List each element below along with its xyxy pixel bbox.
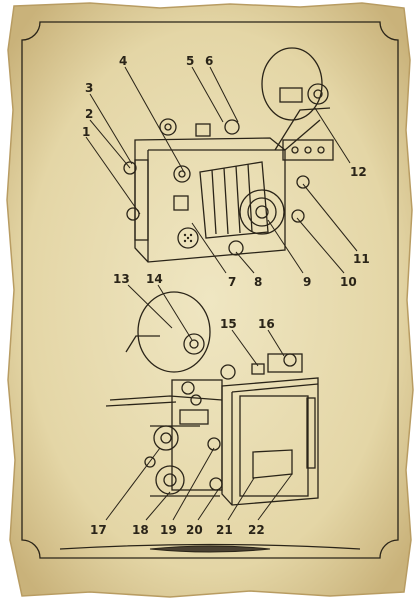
callout-22: 22 bbox=[248, 523, 265, 537]
callout-8: 8 bbox=[254, 275, 262, 289]
callout-19: 19 bbox=[160, 523, 177, 537]
callout-21: 21 bbox=[216, 523, 233, 537]
camera-rear-view bbox=[105, 291, 319, 506]
callout-9: 9 bbox=[303, 275, 311, 289]
callout-17: 17 bbox=[90, 523, 107, 537]
callout-20: 20 bbox=[186, 523, 203, 537]
callout-3: 3 bbox=[85, 81, 93, 95]
callout-5: 5 bbox=[186, 54, 194, 68]
callout-14: 14 bbox=[146, 272, 163, 286]
callout-7: 7 bbox=[228, 275, 236, 289]
callout-4: 4 bbox=[119, 54, 127, 68]
camera-front-view bbox=[123, 47, 334, 263]
callout-13: 13 bbox=[113, 272, 130, 286]
callout-11: 11 bbox=[353, 252, 370, 266]
leader-lines bbox=[85, 66, 358, 521]
callout-10: 10 bbox=[340, 275, 357, 289]
aged-paper-background bbox=[6, 2, 414, 598]
callout-12: 12 bbox=[350, 165, 367, 179]
callout-15: 15 bbox=[220, 317, 237, 331]
ornate-border bbox=[21, 21, 399, 559]
callout-6: 6 bbox=[205, 54, 213, 68]
callout-2: 2 bbox=[85, 107, 93, 121]
callout-1: 1 bbox=[82, 125, 90, 139]
callout-labels: 1 2 3 4 5 6 7 8 9 10 11 12 13 14 15 16 1… bbox=[82, 54, 370, 537]
callout-16: 16 bbox=[258, 317, 275, 331]
callout-18: 18 bbox=[132, 523, 149, 537]
